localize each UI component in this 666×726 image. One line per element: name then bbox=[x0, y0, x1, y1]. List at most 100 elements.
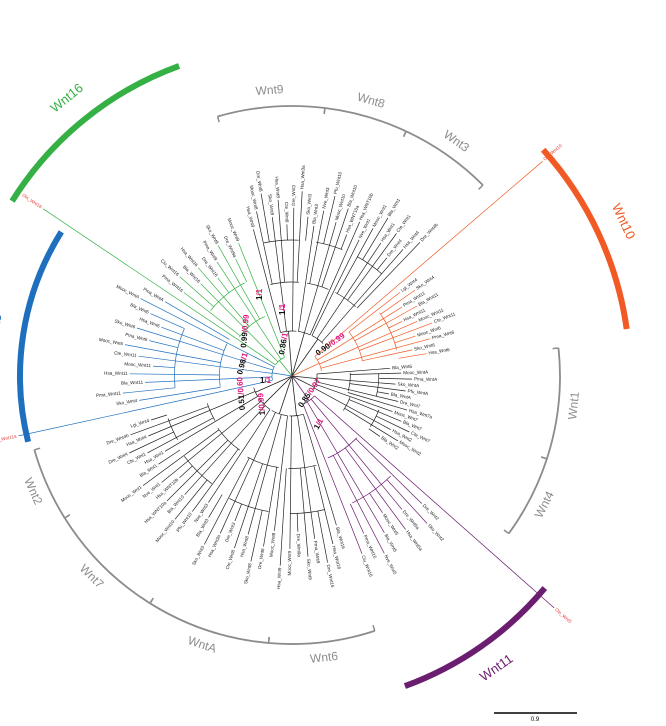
leaf-label: Pma_Wnt6 bbox=[125, 332, 149, 342]
leaf-label: Ols_Wnt5 bbox=[554, 607, 573, 624]
branch-connector bbox=[375, 373, 380, 397]
clade-arc-tick bbox=[540, 456, 548, 460]
support-value: 0.90/0.99 bbox=[314, 331, 347, 358]
leaf-label: Mooc_Wnt6 bbox=[98, 337, 123, 347]
branch-stem bbox=[291, 375, 317, 379]
branch-terminal bbox=[260, 193, 270, 242]
clade-label-wnt1: Wnt1 bbox=[565, 391, 582, 421]
leaf-label: Hsa_Wnt4 bbox=[126, 434, 148, 447]
branch-terminal bbox=[303, 414, 337, 526]
branch-connector bbox=[327, 437, 358, 459]
leaf-label: Lgi_Wnt4 bbox=[130, 418, 150, 429]
branch-terminal bbox=[299, 468, 309, 557]
branch-stem bbox=[278, 375, 293, 415]
branch-terminal bbox=[250, 510, 263, 562]
branch-terminal bbox=[238, 242, 285, 358]
branch-terminal bbox=[148, 391, 256, 437]
branch-terminal bbox=[309, 221, 361, 335]
leaf-label: Mooc_Wnt10 bbox=[155, 519, 176, 543]
scale-bar-label: 0.9 bbox=[531, 717, 540, 723]
leaf-label: Dre_Wnt16 bbox=[326, 564, 335, 588]
leaf-label: Hsa_WNT10a bbox=[143, 500, 167, 524]
branch-terminal bbox=[183, 292, 241, 337]
branch-terminal bbox=[161, 326, 225, 351]
branch-terminal bbox=[309, 210, 325, 284]
branch-terminal bbox=[304, 222, 337, 333]
branch-terminal bbox=[368, 428, 381, 437]
branch-terminal bbox=[316, 367, 391, 375]
branch-terminal bbox=[376, 257, 388, 271]
support-value: 1/1 bbox=[278, 303, 287, 315]
branch-terminal bbox=[197, 267, 250, 327]
branch-terminal bbox=[350, 372, 402, 375]
branch-terminal bbox=[347, 392, 408, 411]
branch-terminal bbox=[302, 403, 363, 554]
branch-terminal bbox=[208, 409, 271, 503]
branch-stem bbox=[291, 362, 320, 377]
branch-terminal bbox=[377, 391, 389, 395]
leaf-label: Bla_Wnt6 bbox=[129, 302, 150, 315]
clade-arc-tick bbox=[323, 107, 326, 115]
branch-connector bbox=[219, 343, 228, 387]
branch-terminal bbox=[305, 216, 309, 241]
clade-arc-wnt1 bbox=[546, 347, 561, 460]
clade-arc-wnt3 bbox=[405, 130, 484, 186]
branch-terminal bbox=[147, 417, 214, 454]
support-value: 0.86/1 bbox=[277, 331, 290, 355]
clade-label-wnt11: Wnt11 bbox=[477, 651, 516, 684]
clade-label-wnt10: Wnt10 bbox=[609, 201, 638, 241]
leaf-label: Pma_Wnt9 bbox=[313, 540, 321, 564]
branch-terminal bbox=[129, 373, 220, 376]
leaf-label: Dre_Wnt4 bbox=[386, 238, 403, 258]
branch-terminal bbox=[217, 245, 261, 320]
leaf-label: Dre_Wnt4 bbox=[108, 451, 129, 465]
clade-label-wnt16: Wnt16 bbox=[47, 80, 86, 115]
leaf-label: Dre_Wnt2 bbox=[422, 503, 441, 521]
branch-terminal bbox=[376, 415, 410, 433]
branch-connector bbox=[258, 397, 271, 410]
clade-label-wnt5: Wnt5 bbox=[0, 313, 4, 345]
branch-stem bbox=[272, 372, 293, 377]
leaf-label: Sko_Wnt8 bbox=[267, 194, 275, 216]
leaf-label: Ols_Wnt16 bbox=[21, 193, 43, 210]
leaf-label: Hsa_Wnt3a bbox=[300, 165, 306, 190]
branch-terminal bbox=[166, 439, 229, 502]
leaf-label: Cte_Wnt8 bbox=[225, 549, 236, 570]
branch-connector bbox=[311, 335, 324, 344]
branch-terminal bbox=[323, 196, 336, 244]
leaf-label: Sko_Wnt4 bbox=[415, 274, 436, 290]
clade-arc-tick bbox=[402, 130, 407, 138]
leaf-label: Pma_WntA bbox=[414, 376, 438, 382]
branch-terminal bbox=[184, 405, 266, 495]
branch-connector bbox=[206, 403, 216, 421]
branch-terminal bbox=[355, 438, 423, 504]
support-value: 0.85/0.97 bbox=[296, 376, 323, 409]
branch-terminal bbox=[138, 355, 273, 374]
branch-terminal bbox=[321, 208, 349, 288]
clade-arc-wnt6 bbox=[268, 630, 376, 645]
leaf-label: Mooc_Wnt1 bbox=[371, 203, 387, 227]
branch-terminal bbox=[247, 414, 282, 535]
leaf-label: Bla_Wnt5 bbox=[383, 533, 398, 553]
branch-terminal bbox=[310, 398, 403, 510]
clade-arc-tick bbox=[372, 624, 376, 632]
branch-terminal bbox=[380, 289, 416, 315]
branch-terminal bbox=[386, 479, 428, 524]
branch-terminal bbox=[321, 249, 404, 343]
branch-terminal bbox=[311, 239, 360, 336]
leaf-label: Dre_Wnt8 bbox=[257, 548, 265, 570]
branch-terminal bbox=[369, 493, 383, 513]
branch-terminal bbox=[286, 224, 288, 241]
clade-arc-tick bbox=[216, 116, 220, 123]
branch-connector bbox=[370, 409, 380, 427]
branch-terminal bbox=[149, 340, 179, 349]
branch-terminal bbox=[208, 494, 223, 518]
branch-connector bbox=[174, 328, 185, 388]
leaf-label: Bla_Wnt1 bbox=[387, 197, 402, 217]
leaf-label: Bla_Wnt16 bbox=[335, 527, 346, 550]
clade-arc-tick bbox=[64, 514, 71, 519]
clade-arc-wntA bbox=[149, 602, 269, 644]
clade-arc-wnt4 bbox=[508, 458, 548, 535]
branch-connector bbox=[167, 418, 178, 440]
